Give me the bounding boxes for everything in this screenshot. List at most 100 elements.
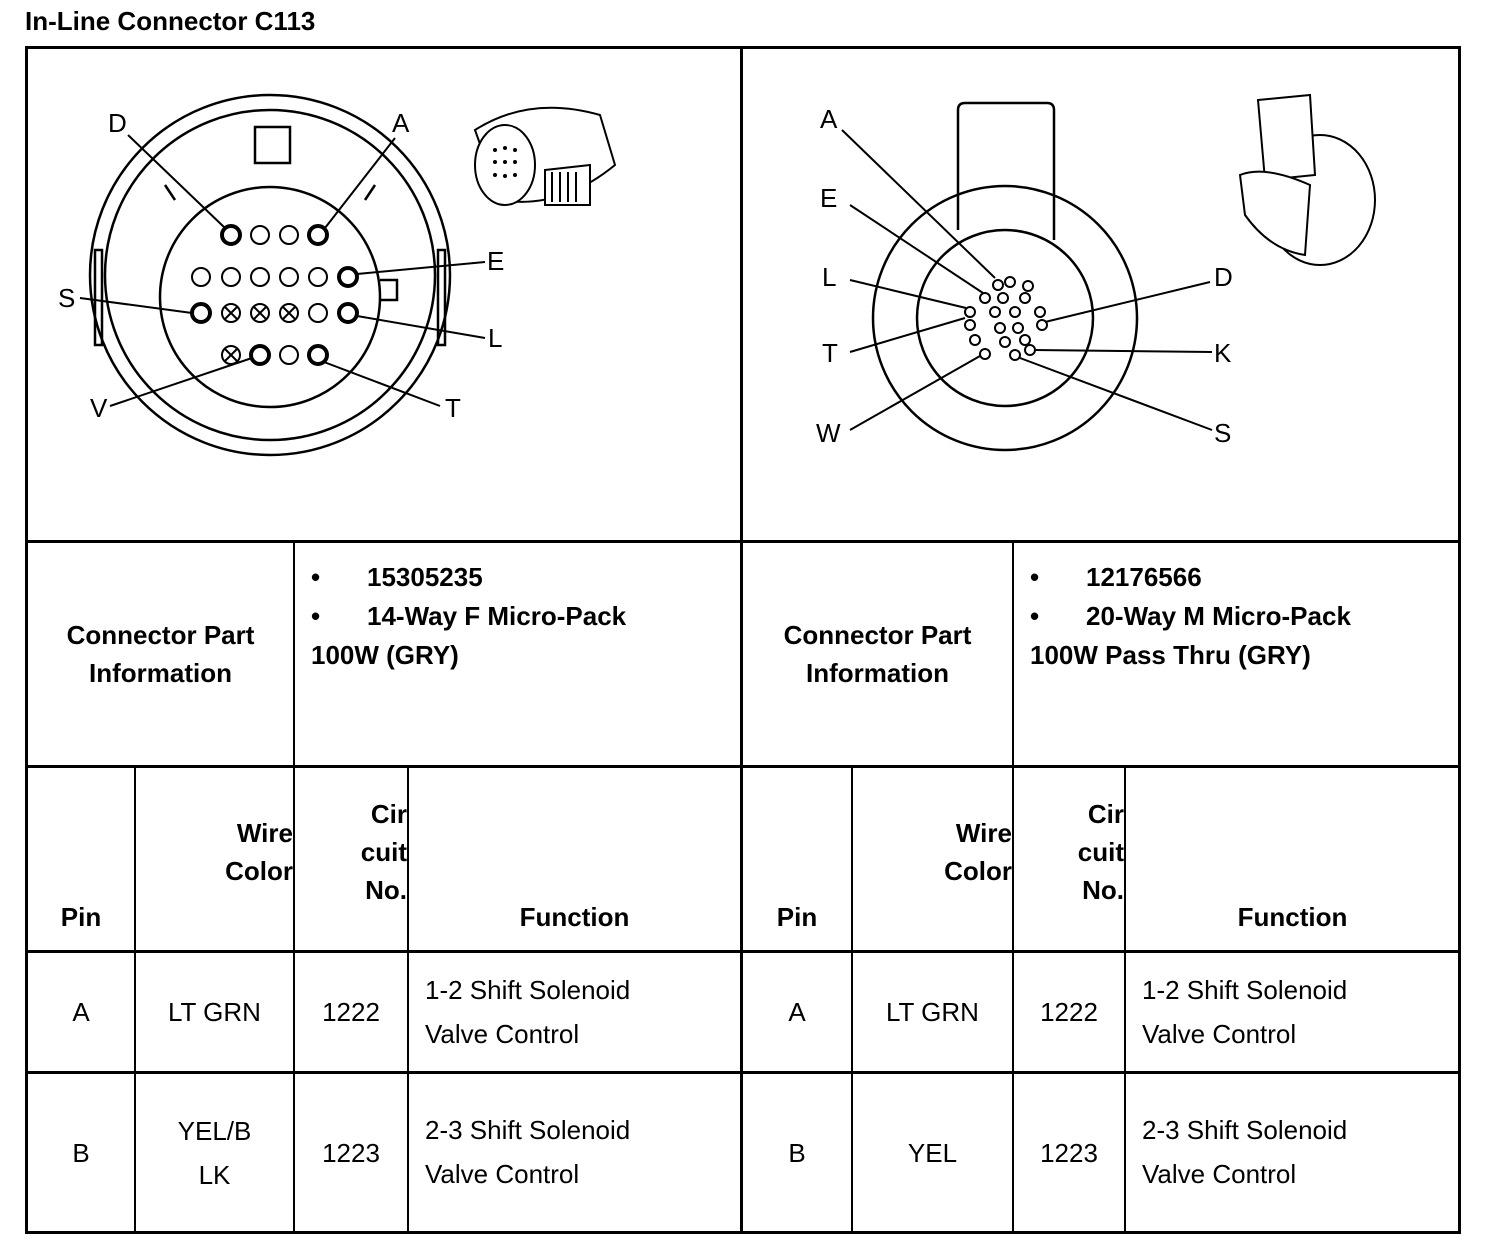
header-circuit: Cir cuit No. <box>295 768 407 950</box>
diagram-divider <box>25 540 1461 543</box>
svg-text:T: T <box>445 393 461 423</box>
row-divider <box>25 1071 1461 1074</box>
svg-text:L: L <box>822 262 836 292</box>
table-row-a-wire: LT GRN <box>853 953 1012 1071</box>
header-wire-color: Wire Color <box>136 768 293 950</box>
svg-text:D: D <box>1214 262 1233 292</box>
svg-text:K: K <box>1214 338 1232 368</box>
left-connector-diagram: D A E S L V T <box>58 93 617 457</box>
cell-text: 2-3 Shift Solenoid <box>425 1115 631 1145</box>
part-info-label-line: Information <box>806 658 949 688</box>
header-text: Pin <box>776 902 818 932</box>
cell-text: LT GRN <box>168 997 261 1027</box>
header-text: No. <box>1082 875 1124 905</box>
table-row-a-circuit: 1222 <box>295 953 407 1071</box>
cell-text: YEL/B <box>177 1115 252 1146</box>
col-line <box>851 765 853 1234</box>
header-text: Cir <box>1087 799 1124 829</box>
table-row-a-pin: A <box>28 953 134 1071</box>
left-part-info: •15305235 •14-Way F Micro-Pack 100W (GRY… <box>295 558 740 675</box>
header-function: Function <box>409 768 740 950</box>
part-info-label-line: Connector Part <box>66 620 255 650</box>
cell-text: Valve Control <box>425 1159 580 1189</box>
right-part-info-label: Connector Part Information <box>743 543 1012 765</box>
cell-text: Valve Control <box>425 1019 580 1049</box>
part-description: 14-Way F Micro-Pack <box>367 601 627 631</box>
part-info-label-line: Connector Part <box>783 620 972 650</box>
header-text: Color <box>225 856 293 886</box>
cell-text: A <box>788 997 806 1027</box>
header-text: Function <box>1237 902 1348 932</box>
partinfo-divider <box>25 765 1461 768</box>
part-number: 12176566 <box>1086 562 1202 592</box>
svg-text:A: A <box>820 104 838 134</box>
cell-text: Valve Control <box>1142 1159 1297 1189</box>
left-part-info-label: Connector Part Information <box>28 543 293 765</box>
header-text: cuit <box>360 837 407 867</box>
center-divider <box>740 46 743 1234</box>
col-line <box>134 765 136 1234</box>
table-row-a-function: 1-2 Shift Solenoid Valve Control <box>409 953 740 1071</box>
header-text: Color <box>944 856 1012 886</box>
cell-text: YEL <box>907 1137 958 1168</box>
svg-text:V: V <box>90 393 108 423</box>
part-number: 15305235 <box>367 562 483 592</box>
table-row-b-pin: B <box>743 1074 851 1231</box>
cell-text: 1222 <box>1040 997 1098 1027</box>
cell-text: LK <box>198 1159 231 1190</box>
col-line <box>1124 765 1126 1234</box>
header-text: Function <box>519 902 630 932</box>
cell-text: 1-2 Shift Solenoid <box>425 975 631 1005</box>
part-color: 100W Pass Thru (GRY) <box>1030 640 1311 670</box>
header-text: Pin <box>60 902 102 932</box>
table-row-b-pin: B <box>28 1074 134 1231</box>
svg-text:L: L <box>488 323 502 353</box>
table-row-a-pin: A <box>743 953 851 1071</box>
svg-text:E: E <box>820 183 837 213</box>
cell-text: B <box>72 1137 90 1168</box>
cell-text: 1223 <box>1040 1137 1098 1168</box>
right-part-info: •12176566 •20-Way M Micro-Pack 100W Pass… <box>1014 558 1459 675</box>
table-row-b-circuit: 1223 <box>1014 1074 1124 1231</box>
connector-table <box>25 46 1461 1234</box>
table-row-b-function: 2-3 Shift Solenoid Valve Control <box>409 1074 740 1231</box>
table-row-b-wire: YEL <box>853 1074 1012 1231</box>
svg-text:T: T <box>822 338 838 368</box>
part-info-label-line: Information <box>89 658 232 688</box>
header-text: Cir <box>370 799 407 829</box>
col-line <box>1012 540 1014 1234</box>
header-pin: Pin <box>743 768 851 950</box>
table-row-b-circuit: 1223 <box>295 1074 407 1231</box>
svg-text:S: S <box>58 283 75 313</box>
header-circuit: Cir cuit No. <box>1014 768 1124 950</box>
svg-text:S: S <box>1214 418 1231 448</box>
table-row-b-wire: YEL/B LK <box>136 1074 293 1231</box>
header-divider <box>25 950 1461 953</box>
table-row-a-circuit: 1222 <box>1014 953 1124 1071</box>
part-description: 20-Way M Micro-Pack <box>1086 601 1351 631</box>
cell-text: LT GRN <box>886 997 979 1027</box>
svg-text:A: A <box>392 108 410 138</box>
cell-text: 1223 <box>322 1137 380 1168</box>
cell-text: B <box>788 1137 806 1168</box>
header-text: No. <box>365 875 407 905</box>
cell-text: Valve Control <box>1142 1019 1297 1049</box>
cell-text: 1-2 Shift Solenoid <box>1142 975 1348 1005</box>
header-text: Wire <box>955 818 1012 848</box>
cell-text: A <box>72 997 90 1027</box>
header-wire-color: Wire Color <box>853 768 1012 950</box>
page-title: In-Line Connector C113 <box>25 6 316 36</box>
col-line <box>407 765 409 1234</box>
header-pin: Pin <box>28 768 134 950</box>
table-row-b-function: 2-3 Shift Solenoid Valve Control <box>1126 1074 1459 1231</box>
col-line <box>293 540 295 1234</box>
part-color: 100W (GRY) <box>311 640 459 670</box>
cell-text: 2-3 Shift Solenoid <box>1142 1115 1348 1145</box>
svg-text:D: D <box>108 108 127 138</box>
right-connector-diagram: A E L T W D K S <box>816 93 1376 452</box>
svg-text:E: E <box>487 246 504 276</box>
header-text: Wire <box>236 818 293 848</box>
table-row-a-function: 1-2 Shift Solenoid Valve Control <box>1126 953 1459 1071</box>
cell-text: 1222 <box>322 997 380 1027</box>
svg-text:W: W <box>816 418 841 448</box>
